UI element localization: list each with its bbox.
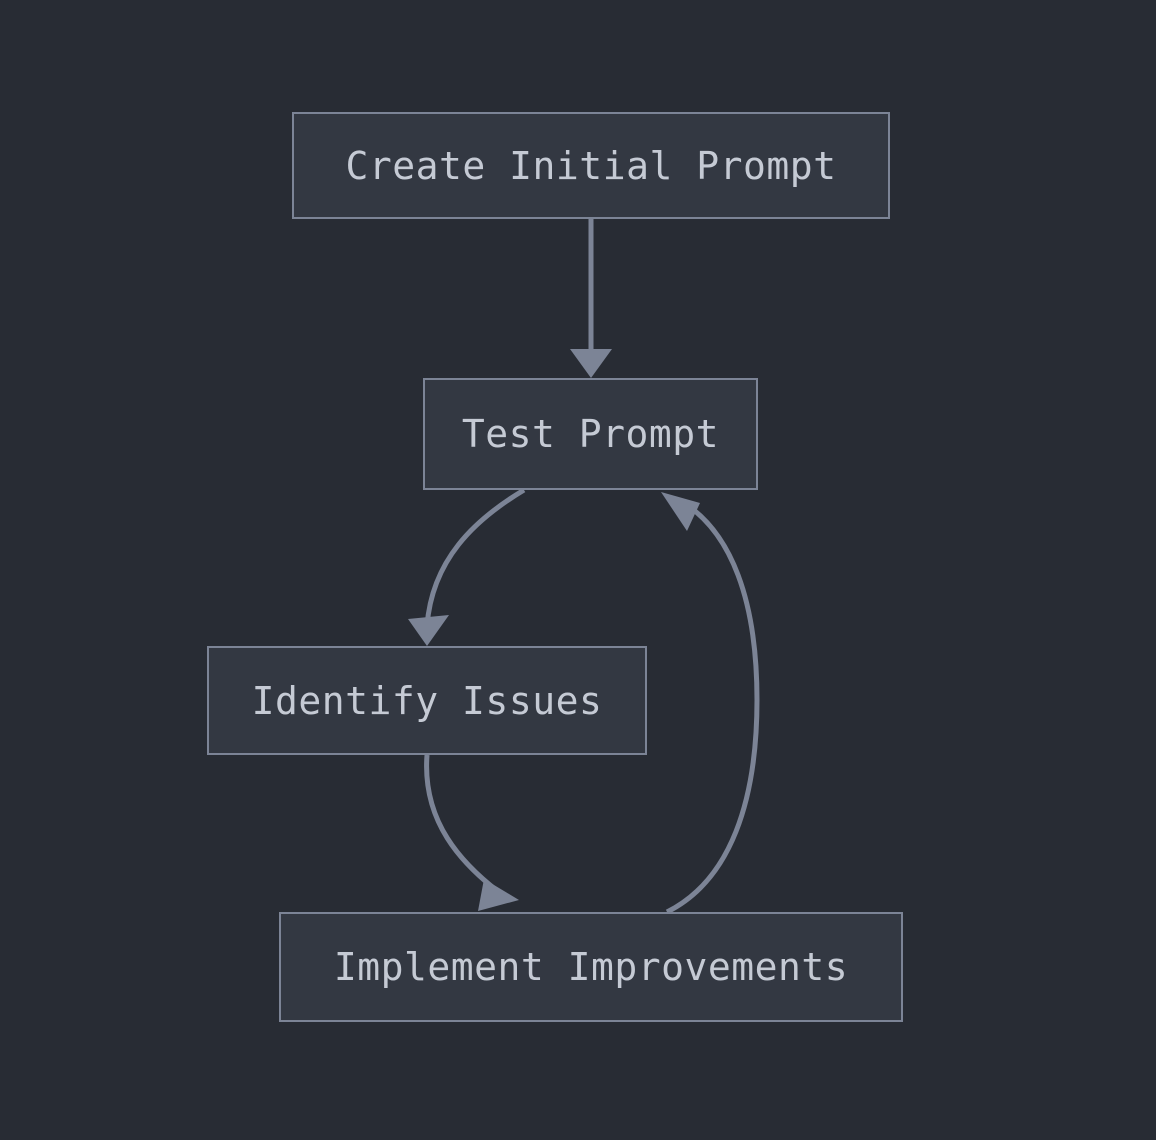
- flow-node-label: Identify Issues: [251, 678, 603, 723]
- flow-node-create-initial-prompt[interactable]: Create Initial Prompt: [292, 112, 890, 219]
- arrowhead-test-to-identify: [408, 615, 449, 646]
- arrowhead-identify-to-implement: [478, 879, 519, 911]
- flow-node-implement-improvements[interactable]: Implement Improvements: [279, 912, 903, 1022]
- edge-implement-to-test-line: [665, 500, 760, 915]
- flow-node-label: Test Prompt: [461, 412, 720, 456]
- arrowhead-create-to-test: [570, 349, 612, 378]
- flow-node-label: Create Initial Prompt: [345, 143, 837, 188]
- flow-node-test-prompt[interactable]: Test Prompt: [423, 378, 758, 490]
- flow-node-label: Implement Improvements: [333, 945, 849, 989]
- flow-node-identify-issues[interactable]: Identify Issues: [207, 646, 647, 755]
- edge-identify-to-implement-line: [424, 754, 502, 895]
- edge-test-to-identify-line: [424, 487, 526, 627]
- arrowhead-implement-to-test: [661, 492, 700, 531]
